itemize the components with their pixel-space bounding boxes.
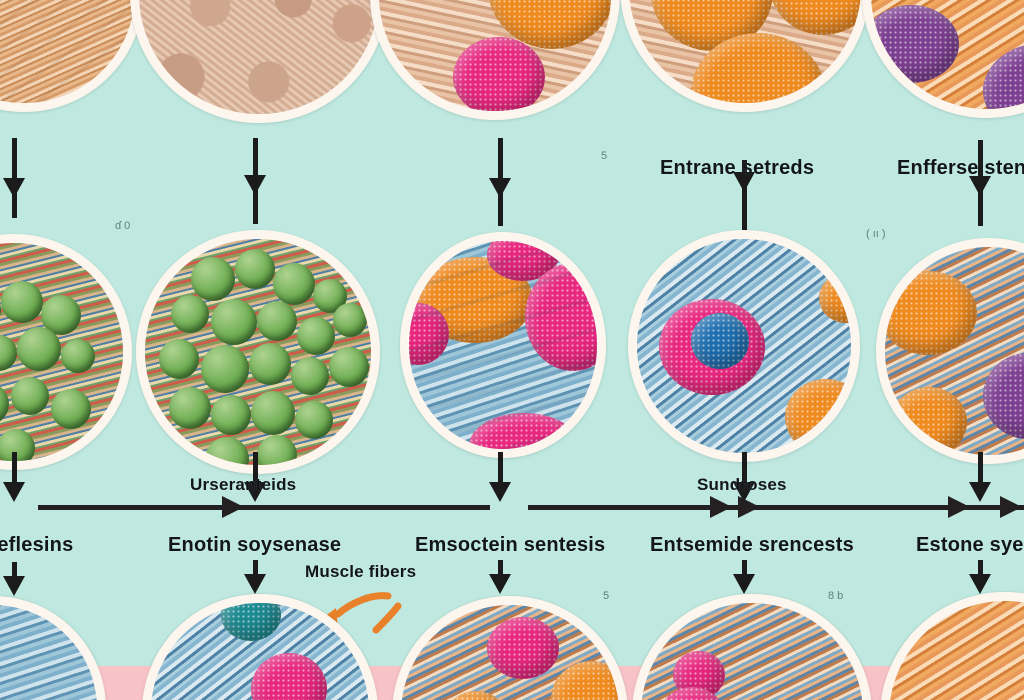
arrow-down-13 [498,560,503,582]
arrow-down-6-head [3,482,25,502]
label-flow-left: Urseranteids [190,475,297,494]
arrow-down-7-head [244,482,266,502]
specimen-r2c5 [876,238,1024,464]
mark-1: ɗ 0 [115,220,131,232]
flow-arrow-right-head-2 [738,496,760,518]
arrow-down-8 [498,452,503,494]
flow-arrow-right-line [528,505,1024,510]
arrow-down-13-head [489,574,511,594]
mark-3: 5 [601,150,608,162]
label-row3-3: Emsoctein sentesis [415,534,606,556]
label-row3-4: Entsemide srencests [650,534,854,556]
arrow-down-14 [742,560,747,582]
arrow-down-5-head [969,176,991,196]
flow-arrow-right-head-4 [1000,496,1022,518]
arrow-down-11-head [3,576,25,596]
flow-arrow-left-head [222,496,244,518]
arrow-down-11 [12,562,17,584]
specimen-r1c3 [370,0,620,120]
mark-2: ( ıı ) [866,228,886,240]
specimen-r2c3 [400,232,606,458]
arrow-down-14-head [733,574,755,594]
arrow-down-12 [253,560,258,582]
arrow-down-7 [253,452,258,492]
arrow-down-15-head [969,574,991,594]
mark-6: 8 b [828,590,844,602]
specimen-r3c3-overlay [392,596,628,700]
mark-5: 5 [603,590,610,602]
arrow-down-6 [12,452,17,494]
arrow-down-4 [742,160,747,232]
arrow-down-1-head [3,178,25,198]
arrow-down-4-head [733,172,755,192]
arrow-down-12-head [244,574,266,594]
specimen-r3c1-overlay [0,596,106,700]
arrow-down-8-head [489,482,511,502]
specimen-r1c5 [862,0,1024,118]
flow-arrow-left-line [38,505,490,510]
specimen-r2c2 [136,230,380,474]
flow-arrow-right-head-1 [710,496,732,518]
arrow-down-10 [978,452,983,494]
specimen-r1c2 [130,0,388,123]
arrow-down-9 [742,452,747,494]
specimen-r1c1 [0,0,144,112]
specimen-r3c2-overlay [142,594,378,700]
specimen-r1c4 [620,0,870,112]
label-row3-2: Enotin soysenase [168,534,342,556]
arrow-down-3-head [489,178,511,198]
flow-arrow-right-head-3 [948,496,970,518]
specimen-r3c5-overlay [880,592,1024,700]
arrow-down-2-head [244,175,266,195]
label-flow-right: Sundroses [697,475,787,494]
label-row1-2: Enfferse sten [897,157,1024,179]
specimen-r3c4-overlay [632,594,872,700]
arrow-down-15 [978,560,983,582]
label-row3-5: Estone syent [916,534,1024,556]
label-muscle-fibers: Muscle fibers [305,562,417,581]
specimen-r2c4 [628,230,860,462]
label-row1-1: Entrane setreds [660,157,815,179]
specimen-r2c1 [0,234,132,470]
arrow-down-10-head [969,482,991,502]
